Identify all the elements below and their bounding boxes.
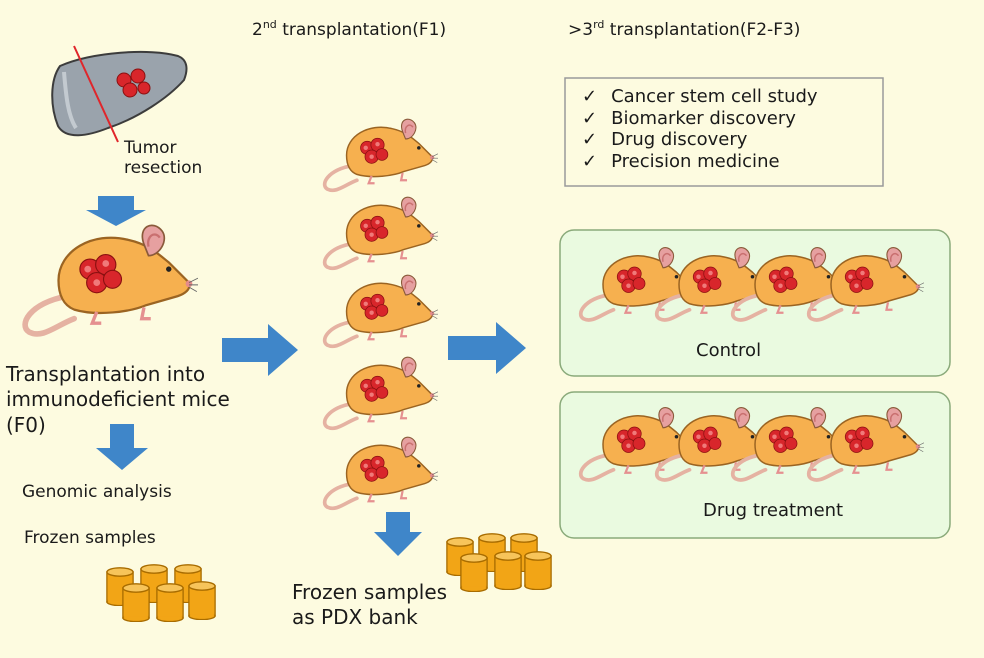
arrow-icon-right-2 (448, 322, 526, 374)
check-icon: ✓ (582, 107, 598, 129)
arrow-icon-down-3 (374, 512, 422, 556)
application-item: ✓Drug discovery (582, 129, 748, 151)
control-label: Control (696, 340, 762, 361)
arrow-icon-down-2 (96, 424, 148, 470)
arrow-icon-down-1 (86, 196, 146, 226)
transplantation-label: Transplantation into immunodeficient mic… (6, 362, 230, 437)
frozen-samples-label: Frozen samples (24, 528, 156, 548)
vial-icon (122, 583, 150, 622)
f1-mouse-icon-4 (322, 355, 438, 431)
tumor-resection-label: Tumor resection (124, 138, 203, 179)
pdx-bank-label: Frozen samples as PDX bank (292, 580, 448, 629)
genomic-analysis-label: Genomic analysis (22, 482, 172, 502)
check-icon: ✓ (582, 150, 598, 172)
drug-treatment-label: Drug treatment (703, 500, 844, 521)
liver-icon (51, 45, 188, 143)
vial-icon (460, 553, 488, 592)
check-icon: ✓ (582, 129, 598, 151)
application-item: ✓Precision medicine (582, 150, 780, 172)
f1-mouse-icon-3 (322, 273, 438, 349)
applications-list: ✓Cancer stem cell study ✓Biomarker disco… (582, 86, 818, 172)
f0-vial-group (106, 564, 216, 622)
f2f3-header: >3rd transplantation(F2-F3) (568, 18, 801, 40)
pdx-bank-vial-group (446, 533, 552, 592)
applications-box (564, 77, 884, 187)
check-icon: ✓ (582, 86, 598, 107)
vial-icon (524, 551, 552, 590)
application-item: ✓Cancer stem cell study (582, 86, 818, 107)
vial-icon (156, 583, 184, 622)
vial-icon (188, 581, 216, 620)
f1-mouse-icon-5 (322, 435, 438, 511)
f1-header: 2nd transplantation(F1) (252, 18, 447, 40)
f1-mouse-icon-2 (322, 195, 438, 271)
vial-icon (494, 551, 522, 590)
application-item: ✓Biomarker discovery (582, 107, 796, 129)
f1-mouse-icon-1 (322, 117, 438, 193)
arrow-icon-right-1 (222, 324, 298, 376)
f0-mouse-icon (25, 225, 198, 334)
